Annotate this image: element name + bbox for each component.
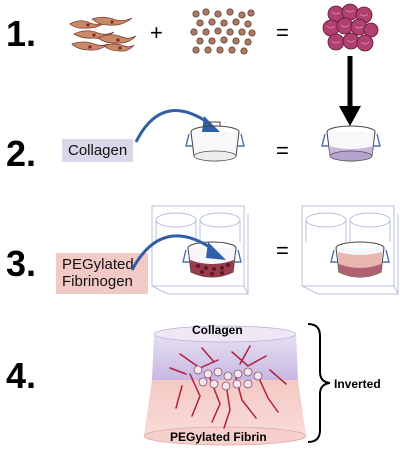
plus-sign: +	[150, 20, 163, 45]
transwell-insert-empty-icon	[185, 121, 245, 162]
gel-top-collagen-label: Collagen	[192, 323, 243, 337]
equals-sign-step2: =	[276, 138, 289, 163]
hydrogel-construct-illustration	[143, 325, 307, 446]
gel-bottom-pegylated-fibrin-label: PEGylated Fibrin	[170, 430, 267, 444]
fibroblast-cells-icon	[69, 16, 137, 52]
down-arrow-icon	[339, 56, 361, 126]
equals-sign-step3: =	[276, 238, 289, 263]
equals-sign-step1: =	[276, 20, 289, 45]
curved-arrow-step2-icon	[134, 109, 222, 143]
transwell-insert-collagen-icon	[321, 125, 381, 162]
step-2-number: 2.	[6, 133, 37, 174]
bracket-icon	[307, 323, 331, 443]
step-3-number: 3.	[6, 243, 37, 284]
step-4-number: 4.	[6, 355, 37, 396]
step-1-number: 1.	[6, 13, 37, 54]
pegylated-fibrinogen-label: PEGylated Fibrinogen	[56, 253, 148, 294]
collagen-label: Collagen	[62, 139, 134, 163]
cell-coated-beads-cluster-icon	[322, 3, 379, 52]
well-plate-left-icon	[151, 205, 249, 295]
inverted-label: Inverted	[334, 377, 381, 391]
microbeads-icon	[190, 8, 256, 55]
curved-arrow-step3-icon	[130, 234, 226, 271]
well-plate-right-icon	[301, 205, 399, 295]
